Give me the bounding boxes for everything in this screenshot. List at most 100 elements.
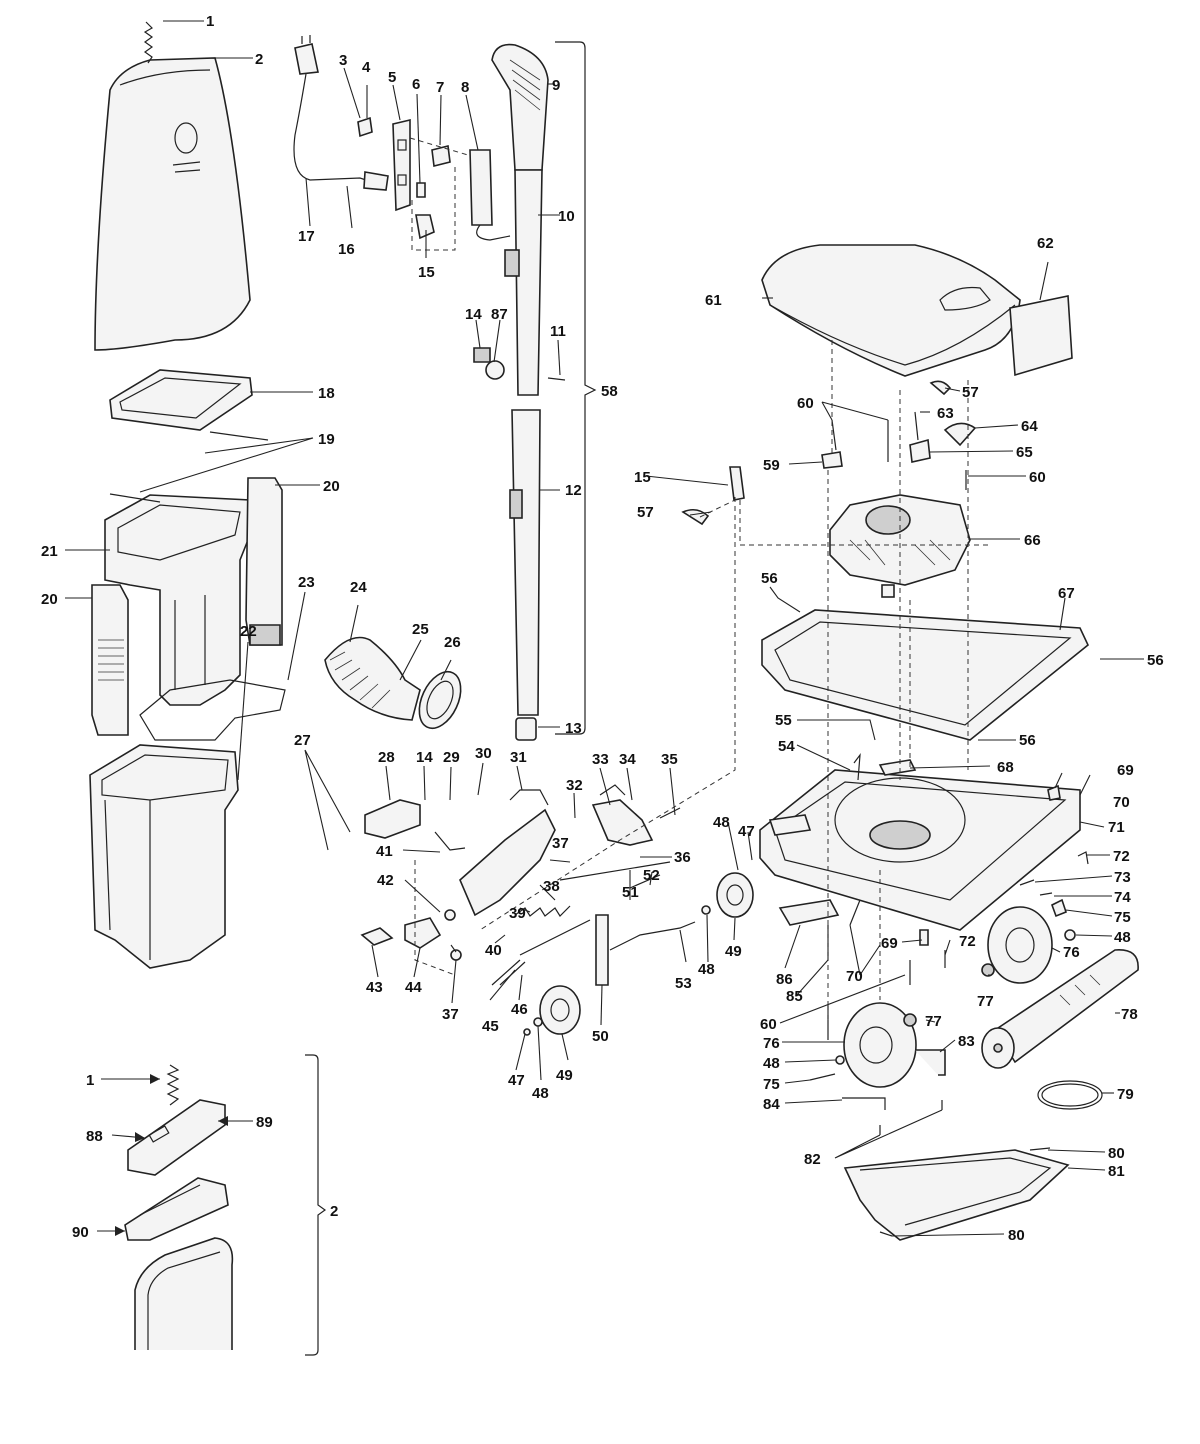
callout-76b: 76 (763, 1035, 780, 1052)
callout-28: 28 (378, 749, 395, 766)
front-wheel-right-part (981, 906, 1053, 984)
callout-6: 6 (412, 76, 420, 93)
callout-72: 72 (1113, 848, 1130, 865)
callout-73: 73 (1114, 869, 1131, 886)
callout-59: 59 (763, 457, 780, 474)
axle-part (523, 874, 711, 1036)
callout-2: 2 (255, 51, 263, 68)
callout-53: 53 (675, 975, 692, 992)
pivot-bracket-part (364, 789, 556, 917)
callout-50: 50 (592, 1028, 609, 1045)
callout-40: 40 (485, 942, 502, 959)
callout-89: 89 (256, 1114, 273, 1131)
drive-belt-part (1037, 1080, 1103, 1110)
callout-45: 45 (482, 1018, 499, 1035)
callout-71: 71 (1108, 819, 1125, 836)
callout-35: 35 (661, 751, 678, 768)
callout-44: 44 (405, 979, 422, 996)
callout-62: 62 (1037, 235, 1054, 252)
side-panel-right-part (245, 477, 283, 646)
callout-34: 34 (619, 751, 636, 768)
callout-30: 30 (475, 745, 492, 762)
bag-housing-part (104, 493, 251, 706)
callout-60: 60 (797, 395, 814, 412)
callout-49: 49 (556, 1067, 573, 1084)
callout-57: 57 (962, 384, 979, 401)
callout-15: 15 (418, 264, 435, 281)
handle-grip-part (491, 43, 549, 171)
callout-76: 76 (1063, 944, 1080, 961)
callout-17: 17 (298, 228, 315, 245)
callout-86: 86 (776, 971, 793, 988)
callout-77: 77 (977, 993, 994, 1010)
callout-36: 36 (674, 849, 691, 866)
callout-24: 24 (350, 579, 367, 596)
callout-64: 64 (1021, 418, 1038, 435)
callout-47b: 47 (738, 823, 755, 840)
front-wheel-left-part (843, 1002, 917, 1088)
callout-48e: 48 (763, 1055, 780, 1072)
callout-85: 85 (786, 988, 803, 1005)
callout-29: 29 (443, 749, 460, 766)
callout-48d: 48 (1114, 929, 1131, 946)
bag-spring-part (143, 21, 154, 64)
callout-66: 66 (1024, 532, 1041, 549)
callout-55: 55 (775, 712, 792, 729)
callout-48b: 48 (698, 961, 715, 978)
base-housing-part (759, 769, 1081, 931)
handle-end-part (515, 717, 537, 741)
bag-ring-part (109, 369, 269, 441)
callout-60b: 60 (1029, 469, 1046, 486)
detail-bag-clamp (124, 1064, 234, 1350)
callout-68: 68 (997, 759, 1014, 776)
hose-part (324, 636, 421, 721)
callout-81: 81 (1108, 1163, 1125, 1180)
callout-7: 7 (436, 79, 444, 96)
hose-adapter-part (418, 670, 462, 730)
switch-plate-part (392, 118, 411, 212)
detail-arrowheads (115, 1074, 228, 1236)
callout-61: 61 (705, 292, 722, 309)
callout-labels: 1 2 3 4 5 6 7 8 9 10 11 12 13 14 87 15 1… (41, 13, 1164, 1244)
rear-wheel-right-part (716, 872, 754, 918)
callout-38: 38 (543, 878, 560, 895)
bumper-ring-part (761, 609, 1089, 741)
callout-82: 82 (804, 1151, 821, 1168)
callout-56: 56 (761, 570, 778, 587)
callout-77b: 77 (925, 1013, 942, 1030)
gasket-part (139, 679, 286, 741)
bag-box-part (89, 744, 239, 969)
callout-46: 46 (511, 1001, 528, 1018)
callout-39: 39 (509, 905, 526, 922)
lower-handle-part (509, 409, 541, 716)
callout-18: 18 (318, 385, 335, 402)
power-cord-part (293, 35, 389, 191)
switch-parts (357, 116, 511, 251)
hood-cover-part (761, 244, 1021, 377)
callout-43: 43 (366, 979, 383, 996)
callout-4: 4 (362, 59, 371, 76)
callout-31: 31 (510, 749, 527, 766)
callout-9: 9 (552, 77, 560, 94)
callout-32: 32 (566, 777, 583, 794)
callout-51: 51 (622, 884, 639, 901)
callout-48c: 48 (713, 814, 730, 831)
callout-84: 84 (763, 1096, 780, 1113)
callout-14b: 14 (416, 749, 433, 766)
callout-60c: 60 (760, 1016, 777, 1033)
pedal-parts (360, 831, 466, 961)
detail-callout-2: 2 (330, 1203, 338, 1220)
callout-72b: 72 (959, 933, 976, 950)
callout-19: 19 (318, 431, 335, 448)
callout-42: 42 (377, 872, 394, 889)
callout-27: 27 (294, 732, 311, 749)
callout-20: 20 (323, 478, 340, 495)
callout-65: 65 (1016, 444, 1033, 461)
callout-14: 14 (465, 306, 482, 323)
callout-69b: 69 (881, 935, 898, 952)
callout-54: 54 (778, 738, 795, 755)
callout-78: 78 (1121, 1006, 1138, 1023)
callout-1: 1 (206, 13, 214, 30)
rear-wheel-left-part (539, 985, 581, 1035)
